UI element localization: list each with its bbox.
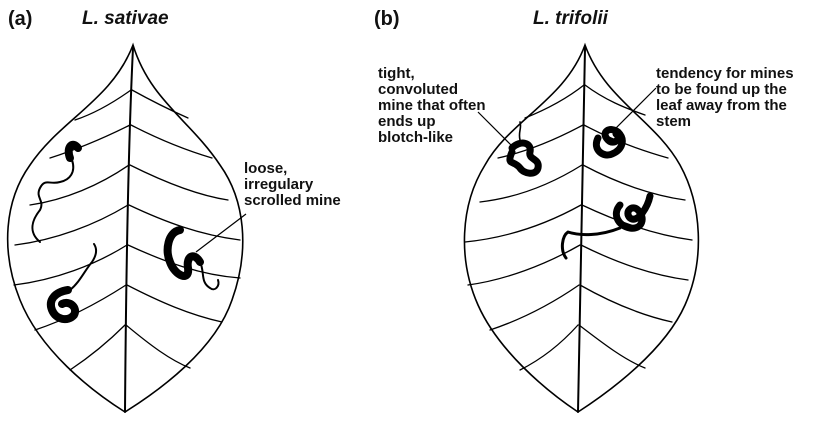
leaf-b-veins [465,85,692,370]
mine-a2 [168,230,200,276]
leaf-b [464,45,698,412]
leader-line-upper-leaf [612,88,656,132]
leaf-a-midrib [125,48,133,412]
leader-line-tight-mine [478,112,512,146]
leaf-b-midrib [578,48,585,412]
mine-b3 [616,196,650,228]
leaf-a [8,45,243,412]
mine-a3 [51,290,75,319]
